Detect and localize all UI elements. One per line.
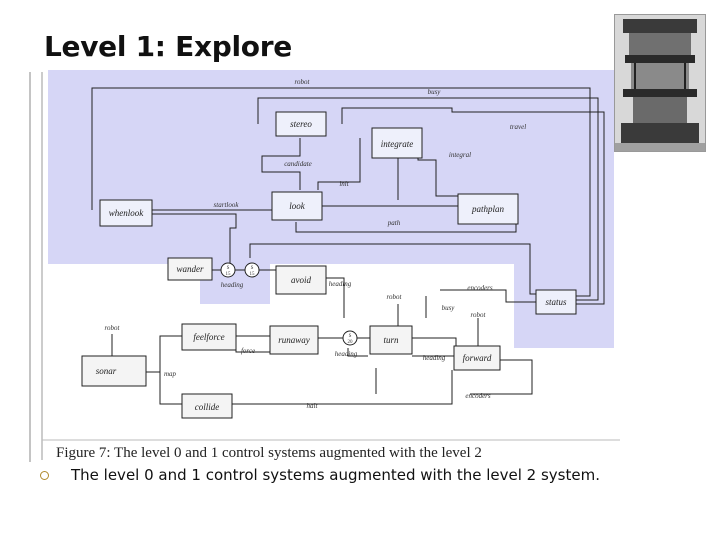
s-runaway-label: S <box>349 334 352 339</box>
status-label: status <box>545 297 567 307</box>
robot-top-label: robot <box>295 78 311 86</box>
path-label: path <box>387 219 401 227</box>
halt-label: halt <box>307 402 319 410</box>
integrate-label: integrate <box>381 139 414 149</box>
sonar-box <box>81 355 147 387</box>
suppressor-runaway <box>342 330 358 346</box>
whenlook-label: whenlook <box>109 208 144 218</box>
slide-title: Level 1: Explore <box>44 30 292 63</box>
robot-sonar-label: robot <box>105 324 121 332</box>
s-runaway-num: 20 <box>348 340 354 345</box>
status-box <box>535 289 577 315</box>
robot-mid-label: robot <box>387 293 403 301</box>
suppressor-avoid <box>244 262 260 278</box>
s-avoid-num: 15 <box>250 272 256 277</box>
runaway-box <box>269 325 319 355</box>
robot-right-label: robot <box>471 311 487 319</box>
force-label: force <box>241 347 255 355</box>
runaway-label: runaway <box>278 335 310 345</box>
heading-avoid-label: heading <box>329 280 352 288</box>
wander-box <box>167 257 213 281</box>
stereo-label: stereo <box>290 119 312 129</box>
s-wander-num: 15 <box>226 272 232 277</box>
s-wander-label: S <box>227 266 230 271</box>
heading-runaway-label: heading <box>335 350 358 358</box>
slide-caption: The level 0 and 1 control systems augmen… <box>71 466 600 484</box>
robot-photo <box>614 14 706 152</box>
level2-highlight-top <box>48 70 614 264</box>
heading-turn-label: heading <box>423 354 446 362</box>
feelforce-label: feelforce <box>193 332 224 342</box>
feelforce-box <box>181 323 237 351</box>
forward-box <box>453 345 501 371</box>
bullet-icon <box>40 470 49 480</box>
sonar-label: sonar <box>96 366 117 376</box>
suppressor-wander <box>220 262 236 278</box>
avoid-box <box>275 265 327 295</box>
turn-box <box>369 325 413 355</box>
look-box <box>271 191 323 221</box>
map-label: map <box>164 370 177 378</box>
collide-label: collide <box>195 402 220 412</box>
busy-top-label: busy <box>428 88 442 96</box>
forward-label: forward <box>463 353 492 363</box>
avoid-label: avoid <box>291 275 311 285</box>
travel-label: travel <box>510 123 526 131</box>
turn-label: turn <box>383 335 399 345</box>
caption-bullet-row: The level 0 and 1 control systems augmen… <box>40 466 600 484</box>
candidate-label: candidate <box>284 160 312 168</box>
startlook-label: startlook <box>214 201 240 209</box>
figure-caption: Figure 7: The level 0 and 1 control syst… <box>56 445 482 461</box>
s-avoid-label: S <box>251 266 254 271</box>
encoders-top-label: encoders <box>467 284 493 292</box>
heading-wander-label: heading <box>221 281 244 289</box>
busy-mid-label: busy <box>442 304 456 312</box>
collide-box <box>181 393 233 419</box>
integral-label: integral <box>449 151 471 159</box>
pathplan-box <box>457 193 519 225</box>
wander-label: wander <box>177 264 204 274</box>
stereo-box <box>275 111 327 137</box>
init-label: init <box>339 180 349 188</box>
integrate-box <box>371 127 423 159</box>
pathplan-label: pathplan <box>471 204 505 214</box>
encoders-bottom-label: encoders <box>465 392 491 400</box>
whenlook-box <box>99 199 153 227</box>
look-label: look <box>289 201 306 211</box>
